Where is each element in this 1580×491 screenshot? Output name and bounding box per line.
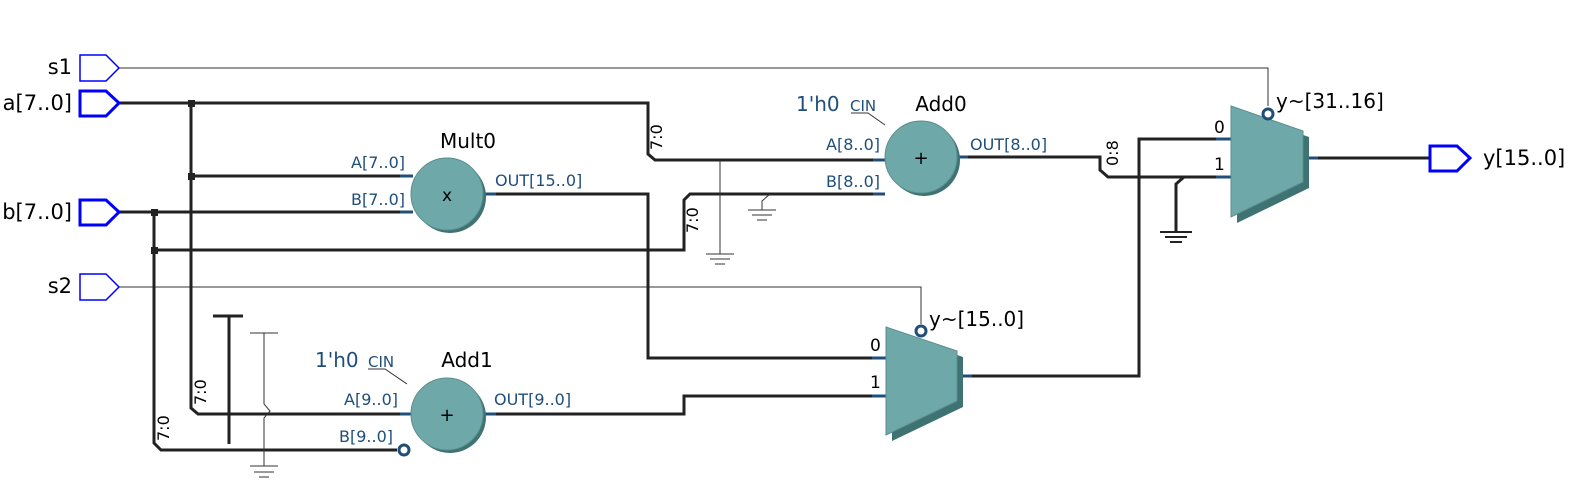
add1-b-invert-bubble xyxy=(397,443,411,457)
add1-name: Add1 xyxy=(441,348,492,372)
wire-add0-out xyxy=(958,155,1230,179)
add0-cin-pin: CIN xyxy=(850,97,876,115)
wire-a-bus xyxy=(119,101,885,162)
ground-symbol-muxhigh xyxy=(1160,231,1192,243)
add0-in-b-label: B[8..0] xyxy=(826,172,880,191)
a-port-icon[interactable] xyxy=(78,89,122,118)
s1-port-label: s1 xyxy=(48,55,72,79)
add1-block[interactable]: + xyxy=(397,377,496,457)
wire-add1-out xyxy=(485,394,884,416)
wire-b-to-add0 xyxy=(152,192,885,252)
mux-low-in1: 1 xyxy=(870,373,881,393)
b-port-icon[interactable] xyxy=(78,198,122,227)
y-port-label: y[15..0] xyxy=(1483,146,1565,170)
mult0-body xyxy=(410,157,484,231)
mux-high-sel-bubble xyxy=(1261,107,1275,121)
add0-cin-value: 1'h0 xyxy=(796,92,840,116)
add0-in-a-label: A[8..0] xyxy=(826,135,880,154)
mux-high-in1: 1 xyxy=(1214,155,1225,175)
add0-cin-leader xyxy=(851,112,886,126)
add1-cin-value: 1'h0 xyxy=(315,348,359,372)
slice-a-to-add1: 7:0 xyxy=(191,379,210,405)
add1-cin-leader xyxy=(368,368,408,385)
add1-body xyxy=(410,377,484,451)
add0-name: Add0 xyxy=(915,92,966,116)
slice-a-to-add0: 7:0 xyxy=(647,124,666,150)
add1-cin-pin: CIN xyxy=(368,353,394,371)
add0-b-msb-gnd xyxy=(748,193,776,221)
a-port-label: a[7..0] xyxy=(3,91,72,115)
s2-port-icon[interactable] xyxy=(79,273,121,301)
add1-in-b-label: B[9..0] xyxy=(339,427,393,446)
wire-muxhigh-in1-gnd xyxy=(1174,175,1185,232)
add0-cin-gnd xyxy=(706,160,734,265)
add1-out-label: OUT[9..0] xyxy=(494,390,571,409)
wire-a-to-add1 xyxy=(189,176,410,416)
add0-symbol: + xyxy=(913,148,928,169)
add0-out-label: OUT[8..0] xyxy=(970,135,1047,154)
b-port-label: b[7..0] xyxy=(2,200,72,224)
junction-dots xyxy=(151,100,195,254)
mult0-block[interactable]: x xyxy=(400,157,496,233)
add1-symbol: + xyxy=(439,405,454,426)
add1-in-a-label: A[9..0] xyxy=(344,390,398,409)
s1-port-icon[interactable] xyxy=(79,54,121,82)
add0-block[interactable]: + xyxy=(873,120,968,196)
mux-low-name: y~[15..0] xyxy=(929,307,1024,331)
mux-high-in0: 0 xyxy=(1214,118,1225,138)
mux-low-sel-bubble xyxy=(914,324,928,338)
wire-s1 xyxy=(119,67,1269,106)
mult0-name: Mult0 xyxy=(440,129,496,153)
s2-port-label: s2 xyxy=(48,274,72,298)
mux-high-body xyxy=(1230,105,1304,218)
mult0-in-b-label: B[7..0] xyxy=(351,190,405,209)
slice-b-to-add0: 7:0 xyxy=(683,207,702,233)
mult0-in-a-label: A[7..0] xyxy=(351,153,405,172)
slice-add0-to-mux: 0:8 xyxy=(1103,140,1122,166)
mux-low-in0: 0 xyxy=(870,336,881,356)
mult0-symbol: x xyxy=(442,186,452,206)
add0-body xyxy=(884,120,958,194)
mux-high-name: y~[31..16] xyxy=(1276,89,1384,113)
wire-s2 xyxy=(119,286,922,324)
add1-b-msb-gnd xyxy=(250,332,278,478)
wire-mult-out xyxy=(485,192,884,360)
mux-low-block[interactable] xyxy=(872,324,972,441)
y-port-icon[interactable] xyxy=(1428,144,1473,173)
mux-low-body xyxy=(885,326,958,436)
wire-b-to-add1 xyxy=(152,250,397,452)
slice-b-to-add1: 7:0 xyxy=(154,415,173,441)
wire-muxlow-out xyxy=(962,137,1230,378)
mux-high-block[interactable] xyxy=(1216,105,1318,223)
mult0-out-label: OUT[15..0] xyxy=(495,171,582,190)
